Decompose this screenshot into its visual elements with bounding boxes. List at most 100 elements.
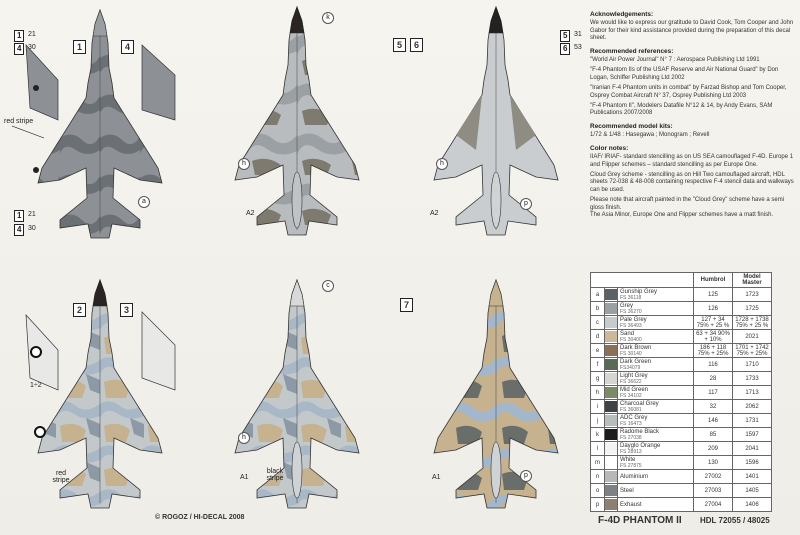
decal-ref-1: 1: [14, 30, 25, 42]
color-swatch: [605, 317, 617, 328]
legend-humbrol: 27002: [693, 469, 733, 484]
leader-line: [11, 125, 45, 139]
legend-swatch: [604, 385, 618, 400]
legend-color-name: Dark Green: [620, 358, 652, 365]
reference-item: "Iranian F-4 Phantom units in combat" by…: [590, 85, 787, 99]
legend-humbrol: 116: [693, 357, 733, 372]
reference-item: "F-4 Phantom IIs of the USAF Reserve and…: [590, 67, 779, 81]
legend-model-master: 1723: [732, 287, 772, 302]
legend-code: i: [590, 399, 605, 414]
legend-color-name: Mid Green: [620, 386, 649, 393]
legend-color-name: Grey: [620, 302, 634, 309]
legend-model-master: 1701 + 1742 75% + 25%: [732, 343, 772, 358]
legend-fs-code: FS 36622: [620, 378, 642, 385]
legend-fs-code: FS 30400: [620, 336, 642, 343]
legend-swatch: [604, 357, 618, 372]
reference-item: "F-4 Phantom II", Modelers Datafile N°12…: [590, 103, 773, 117]
legend-fs-code: FS 16473: [620, 420, 642, 427]
decal-num: 30: [28, 44, 36, 51]
references-heading: Recommended references:: [590, 47, 674, 55]
scheme-label-7: 7: [400, 298, 414, 312]
scheme-label-1: 1: [73, 40, 87, 54]
legend-swatch: [604, 497, 618, 512]
legend-humbrol: 32: [693, 399, 733, 414]
decal-ref-1: 1: [14, 210, 25, 222]
callout-p: p: [520, 470, 532, 482]
fuel-tank: [291, 171, 303, 229]
legend-swatch: [604, 343, 618, 358]
legend-code: l: [590, 441, 605, 456]
legend-header-humbrol: Humbrol: [693, 272, 733, 288]
color-swatch: [605, 499, 617, 510]
roundel: [30, 346, 42, 358]
legend-swatch: [604, 413, 618, 428]
color-note: Please note that aircraft painted in the…: [590, 197, 785, 211]
station-a2b: A2: [430, 210, 439, 217]
legend-fs-code: FS 34102: [620, 392, 642, 399]
legend-model-master: 1731: [732, 413, 772, 428]
scheme-label-2: 2: [73, 303, 87, 317]
color-swatch: [605, 471, 617, 482]
station-a1b: A1: [432, 474, 441, 481]
legend-color-name: Gunship Grey: [620, 288, 658, 295]
legend-code: e: [590, 343, 605, 358]
legend-code: g: [590, 371, 605, 386]
legend-fs-code: FS 36493: [620, 322, 642, 329]
wingtip-left-1: [25, 44, 59, 121]
legend-color-name: Sand: [620, 330, 635, 337]
legend-code: m: [590, 455, 605, 470]
copyright: © ROGOZ / HI-DECAL 2008: [155, 514, 245, 521]
color-swatch: [605, 415, 617, 426]
color-swatch: [605, 359, 617, 370]
legend-humbrol: 186 + 118 75% + 25%: [693, 343, 733, 358]
legend-humbrol: 127 + 34 75% + 25 %: [693, 315, 733, 330]
color-note: The Asia Minor, Europe One and Flipper s…: [590, 211, 774, 218]
fuel-tank: [490, 441, 502, 499]
decal-num: 31: [574, 31, 582, 38]
wingtip-left-2: [25, 314, 59, 391]
legend-code: a: [590, 287, 605, 302]
decal-num: 21: [28, 31, 36, 38]
legend-fs-code: FS 28913: [620, 448, 642, 455]
legend-swatch: [604, 483, 618, 498]
fuel-tank: [490, 171, 502, 229]
legend-humbrol: 63 + 34 90% + 10%: [693, 329, 733, 344]
callout-h: h: [238, 158, 250, 170]
scheme-label-3: 3: [120, 303, 134, 317]
legend-header-model-master: Model Master: [732, 272, 772, 288]
decal-num: 53: [574, 44, 582, 51]
red-stripe-label: red stripe: [4, 118, 34, 125]
roundel: [34, 426, 46, 438]
legend-code: h: [590, 385, 605, 400]
legend-code: f: [590, 357, 605, 372]
legend-fs-code: FS 36118: [620, 294, 642, 301]
scheme-label-6: 6: [410, 38, 424, 52]
wingtip-right-3: [141, 311, 176, 391]
legend-fs-code: FS 36081: [620, 406, 642, 413]
decal-ref-4: 4: [14, 43, 25, 55]
legend-model-master: 1406: [732, 497, 772, 512]
legend-code: p: [590, 497, 605, 512]
legend-swatch: [604, 329, 618, 344]
scheme-label-5: 5: [393, 38, 407, 52]
legend-model-master: 1725: [732, 301, 772, 316]
legend-swatch: [604, 427, 618, 442]
